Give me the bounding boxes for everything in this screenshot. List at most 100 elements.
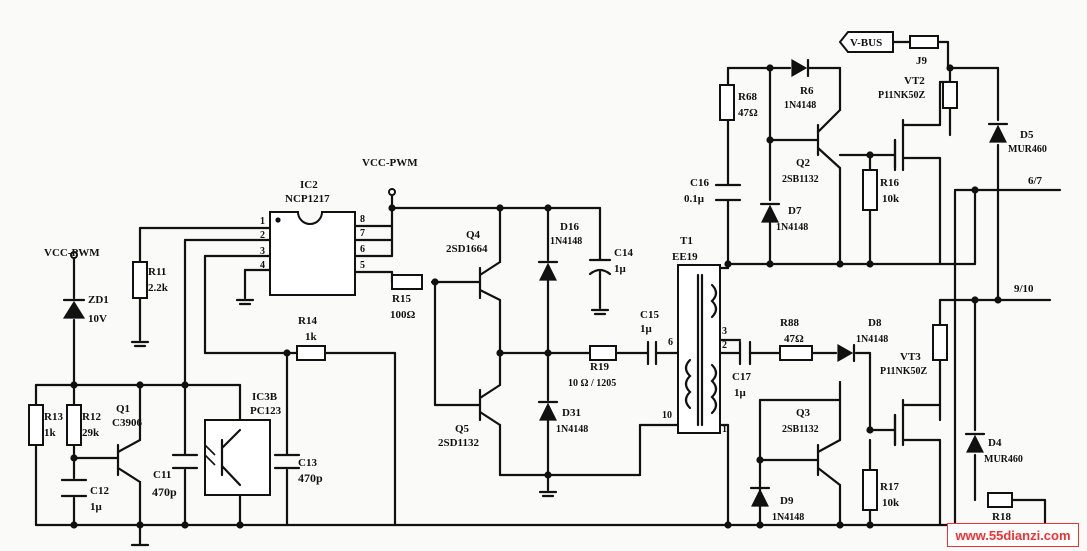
svg-text:D7: D7 bbox=[788, 205, 802, 217]
svg-text:Q1: Q1 bbox=[116, 403, 130, 415]
diode-d8 bbox=[837, 343, 856, 363]
diode-d16 bbox=[537, 260, 559, 281]
svg-text:D9: D9 bbox=[780, 495, 794, 507]
svg-text:C16: C16 bbox=[690, 177, 709, 189]
resistor-vt2-gate bbox=[942, 81, 958, 109]
capacitor-c17 bbox=[738, 340, 752, 366]
junction-dots bbox=[70, 64, 1002, 529]
label-vbus: V-BUS bbox=[850, 37, 882, 49]
svg-text:7: 7 bbox=[360, 228, 365, 239]
svg-text:C15: C15 bbox=[640, 309, 659, 321]
svg-text:R18: R18 bbox=[992, 511, 1011, 523]
transistor-q3 bbox=[816, 438, 842, 487]
svg-text:EE19: EE19 bbox=[672, 251, 698, 263]
svg-text:1: 1 bbox=[722, 424, 727, 435]
transistor-q1 bbox=[116, 438, 142, 484]
svg-text:D5: D5 bbox=[1020, 129, 1034, 141]
component-labels: VCC-PWM VCC-PWM IC2 NCP1217 1 2 3 4 8 7 … bbox=[44, 37, 1047, 523]
svg-text:1N4148: 1N4148 bbox=[556, 424, 588, 435]
svg-text:R12: R12 bbox=[82, 411, 101, 423]
svg-text:D31: D31 bbox=[562, 407, 581, 419]
label-vcc-pwm-top: VCC-PWM bbox=[362, 157, 418, 169]
label-vcc-pwm-left: VCC-PWM bbox=[44, 247, 100, 259]
capacitor-c15 bbox=[646, 340, 658, 366]
svg-text:IC3B: IC3B bbox=[252, 391, 278, 403]
svg-text:2SD1132: 2SD1132 bbox=[438, 437, 479, 449]
resistor-r68 bbox=[719, 84, 735, 121]
diode-r6 bbox=[791, 58, 810, 78]
svg-text:1μ: 1μ bbox=[614, 263, 627, 275]
svg-text:C14: C14 bbox=[614, 247, 633, 259]
svg-text:100Ω: 100Ω bbox=[390, 309, 416, 321]
svg-text:10k: 10k bbox=[882, 497, 900, 509]
svg-text:R14: R14 bbox=[298, 315, 317, 327]
diode-d7 bbox=[759, 202, 781, 223]
svg-text:1k: 1k bbox=[44, 427, 57, 439]
svg-text:D8: D8 bbox=[868, 317, 882, 329]
resistor-r13 bbox=[28, 404, 44, 446]
vcc-terminal-left bbox=[70, 251, 78, 259]
svg-text:3: 3 bbox=[260, 246, 265, 257]
capacitor-c13 bbox=[273, 453, 301, 470]
svg-text:1k: 1k bbox=[305, 331, 318, 343]
resistor-r88 bbox=[779, 345, 813, 361]
svg-text:R11: R11 bbox=[148, 266, 166, 278]
label-ic2-part: NCP1217 bbox=[285, 193, 330, 205]
svg-text:47Ω: 47Ω bbox=[738, 107, 758, 119]
svg-text:D4: D4 bbox=[988, 437, 1002, 449]
svg-text:R68: R68 bbox=[738, 91, 757, 103]
capacitor-c11 bbox=[171, 453, 199, 470]
svg-text:1N4148: 1N4148 bbox=[772, 512, 804, 523]
svg-text:4: 4 bbox=[260, 260, 265, 271]
svg-text:2: 2 bbox=[722, 340, 727, 351]
watermark: www.55dianzi.com bbox=[947, 523, 1079, 547]
svg-text:29k: 29k bbox=[82, 427, 100, 439]
diode-d31 bbox=[537, 400, 559, 421]
svg-text:47Ω: 47Ω bbox=[784, 333, 804, 345]
label-ic2: IC2 bbox=[300, 179, 318, 191]
svg-text:C12: C12 bbox=[90, 485, 109, 497]
svg-text:J9: J9 bbox=[916, 55, 928, 67]
capacitor-c14 bbox=[588, 258, 612, 276]
svg-text:470p: 470p bbox=[298, 471, 323, 485]
transistor-q5 bbox=[478, 383, 502, 427]
label-output-9-10: 9/10 bbox=[1014, 283, 1034, 295]
resistor-r12 bbox=[66, 404, 82, 446]
svg-text:10V: 10V bbox=[88, 313, 107, 325]
ground-symbols bbox=[130, 298, 610, 547]
svg-text:MUR460: MUR460 bbox=[984, 454, 1023, 465]
label-output-6-7: 6/7 bbox=[1028, 175, 1043, 187]
capacitor-c16 bbox=[714, 183, 742, 202]
svg-text:R19: R19 bbox=[590, 361, 609, 373]
svg-text:1μ: 1μ bbox=[640, 323, 653, 335]
svg-text:2SB1132: 2SB1132 bbox=[782, 424, 819, 435]
svg-text:VT3: VT3 bbox=[900, 351, 921, 363]
svg-text:D16: D16 bbox=[560, 221, 579, 233]
svg-text:6: 6 bbox=[360, 244, 365, 255]
svg-text:C13: C13 bbox=[298, 457, 317, 469]
svg-text:Q3: Q3 bbox=[796, 407, 811, 419]
svg-text:Q5: Q5 bbox=[455, 423, 470, 435]
svg-text:T1: T1 bbox=[680, 235, 693, 247]
diode-d9 bbox=[749, 486, 771, 507]
svg-text:2: 2 bbox=[260, 230, 265, 241]
resistor-r14 bbox=[296, 345, 326, 361]
vcc-terminal-top bbox=[388, 188, 396, 196]
resistor-r17 bbox=[862, 469, 878, 511]
svg-text:Q4: Q4 bbox=[466, 229, 481, 241]
svg-text:2.2k: 2.2k bbox=[148, 282, 169, 294]
optocoupler-ic3b bbox=[204, 419, 271, 496]
svg-text:R88: R88 bbox=[780, 317, 799, 329]
vbus-connector bbox=[838, 31, 894, 53]
svg-text:PC123: PC123 bbox=[250, 405, 282, 417]
svg-text:1μ: 1μ bbox=[734, 387, 747, 399]
svg-text:1N4148: 1N4148 bbox=[776, 222, 808, 233]
svg-text:1N4148: 1N4148 bbox=[784, 100, 816, 111]
svg-text:2SB1132: 2SB1132 bbox=[782, 174, 819, 185]
svg-text:5: 5 bbox=[360, 260, 365, 271]
svg-text:2SD1664: 2SD1664 bbox=[446, 243, 488, 255]
svg-text:P11NK50Z: P11NK50Z bbox=[880, 366, 928, 377]
svg-text:ZD1: ZD1 bbox=[88, 294, 109, 306]
zener-zd1 bbox=[62, 298, 86, 319]
svg-text:Q2: Q2 bbox=[796, 157, 811, 169]
